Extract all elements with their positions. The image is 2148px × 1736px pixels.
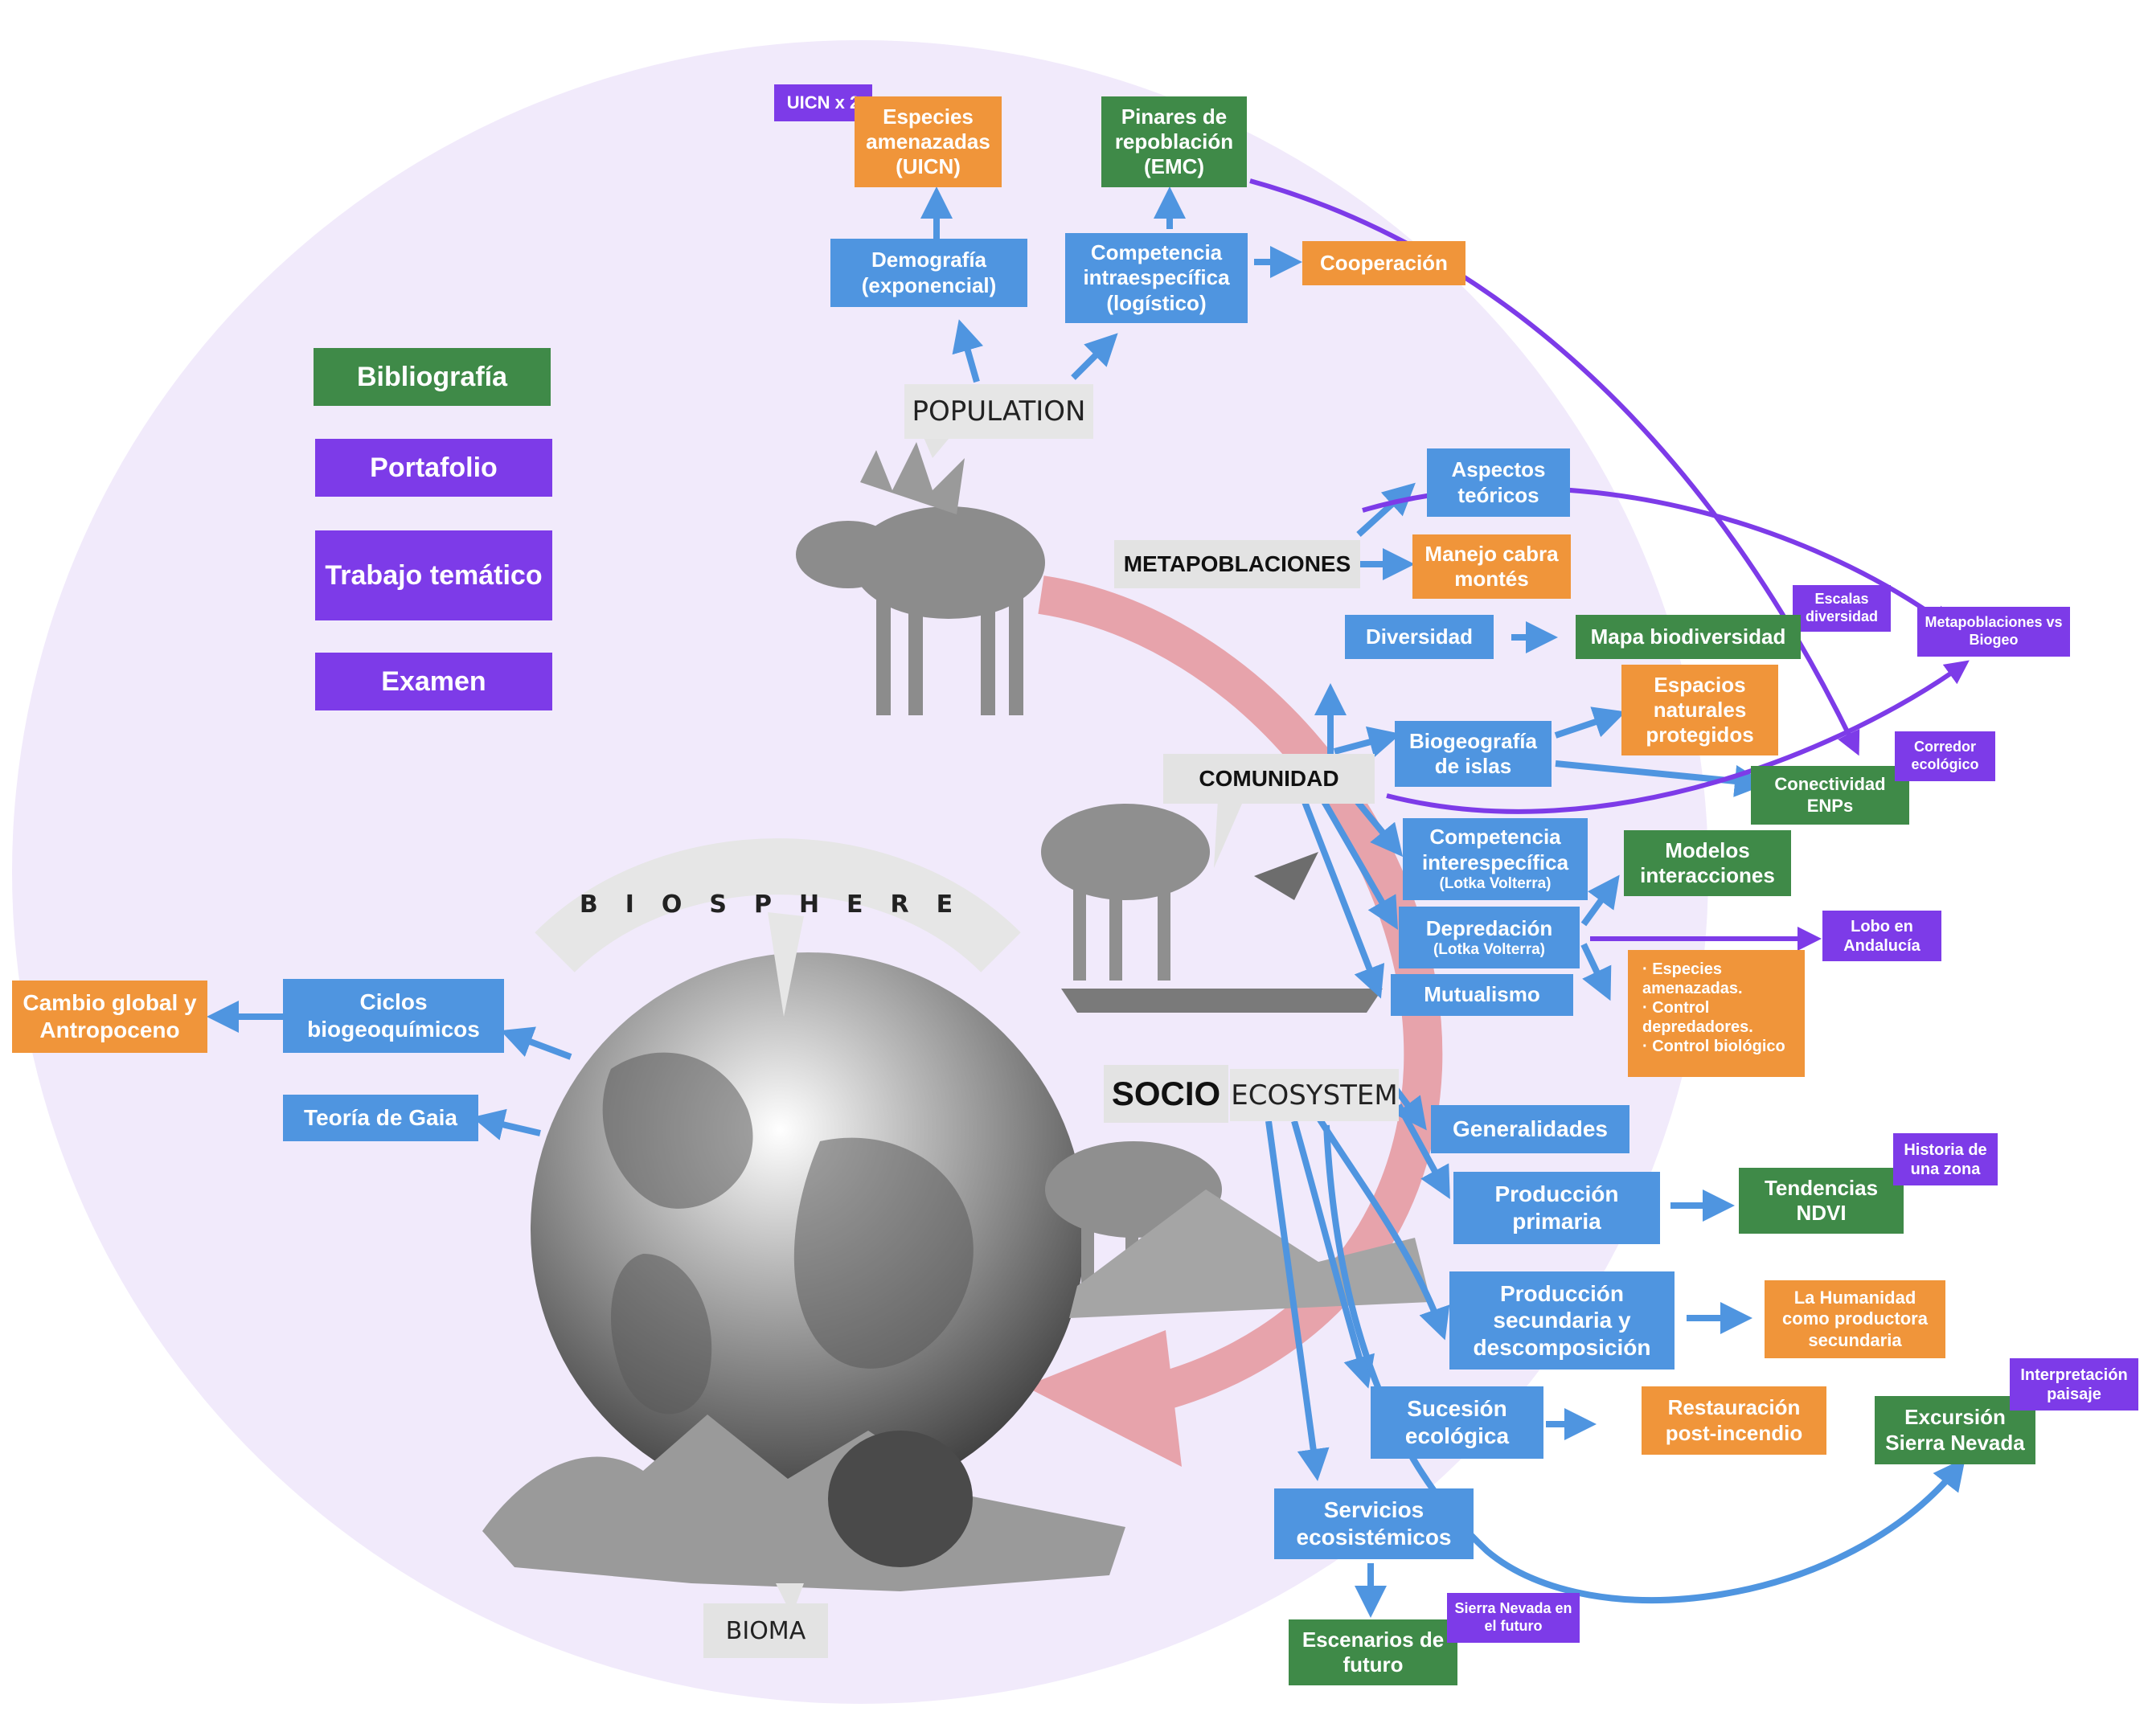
excursion-sierra-nevada[interactable]: Excursión Sierra Nevada bbox=[1875, 1396, 2035, 1464]
bullet-control-depredadores: · Control depredadores. bbox=[1642, 999, 1753, 1036]
cambio-global-antropoceno[interactable]: Cambio global y Antropoceno bbox=[12, 981, 207, 1053]
diversidad[interactable]: Diversidad bbox=[1345, 615, 1494, 659]
label-population: POPULATION bbox=[904, 384, 1093, 439]
corredor-ecologico-tag[interactable]: Corredor ecológico bbox=[1895, 731, 1995, 781]
especies-amenazadas-uicn[interactable]: Especies amenazadas (UICN) bbox=[855, 96, 1002, 187]
bullet-especies-amenazadas: · Especies amenazadas. bbox=[1642, 960, 1743, 997]
humanidad-productora-secundaria[interactable]: La Humanidad como productora secundaria bbox=[1765, 1280, 1945, 1358]
comunidad-pointer bbox=[1214, 800, 1242, 868]
bear bbox=[828, 1431, 973, 1567]
interacciones-bullets: · Especies amenazadas. · Control depreda… bbox=[1628, 950, 1805, 1077]
competencia-intraespecifica[interactable]: Competencia intraespecífica (logístico) bbox=[1065, 233, 1248, 323]
bullet-control-biologico: · Control biológico bbox=[1642, 1038, 1785, 1055]
blue-arrows bbox=[207, 186, 1966, 1618]
interpretacion-paisaje-tag[interactable]: Interpretación paisaje bbox=[2010, 1358, 2138, 1410]
escenarios-futuro[interactable]: Escenarios de futuro bbox=[1289, 1619, 1457, 1685]
produccion-secundaria[interactable]: Producción secundaria y descomposición bbox=[1449, 1271, 1675, 1370]
globe-continents bbox=[602, 1052, 974, 1415]
teoria-gaia[interactable]: Teoría de Gaia bbox=[283, 1095, 478, 1141]
conectividad-enps[interactable]: Conectividad ENPs bbox=[1751, 766, 1909, 825]
espacios-naturales-protegidos[interactable]: Espacios naturales protegidos bbox=[1621, 665, 1778, 755]
competencia-inter-subtitle: (Lotka Volterra) bbox=[1439, 874, 1552, 892]
depredacion-title: Depredación bbox=[1425, 915, 1553, 940]
metapoblaciones-vs-biogeo-tag[interactable]: Metapoblaciones vs Biogeo bbox=[1917, 607, 2070, 657]
menu-portafolio[interactable]: Portafolio bbox=[315, 439, 552, 497]
label-socio: SOCIO bbox=[1104, 1065, 1228, 1123]
generalidades[interactable]: Generalidades bbox=[1431, 1105, 1629, 1153]
manejo-cabra-montes[interactable]: Manejo cabra montés bbox=[1412, 534, 1571, 599]
pinares-repoblacion[interactable]: Pinares de repoblación (EMC) bbox=[1101, 96, 1247, 187]
tendencias-ndvi[interactable]: Tendencias NDVI bbox=[1739, 1168, 1904, 1234]
menu-examen[interactable]: Examen bbox=[315, 653, 552, 710]
community-scene bbox=[1041, 804, 1383, 1013]
label-metapoblaciones: METAPOBLACIONES bbox=[1114, 540, 1360, 588]
escalas-diversidad-tag[interactable]: Escalas diversidad bbox=[1793, 585, 1891, 632]
bioma-landscape bbox=[482, 1415, 1125, 1591]
depredacion-subtitle: (Lotka Volterra) bbox=[1433, 940, 1545, 958]
produccion-primaria[interactable]: Producción primaria bbox=[1453, 1172, 1660, 1244]
biosphere-band bbox=[535, 838, 1021, 973]
servicios-ecosistemicos[interactable]: Servicios ecosistémicos bbox=[1274, 1488, 1474, 1559]
cycle-arrow bbox=[1038, 575, 1443, 1418]
cooperacion[interactable]: Cooperación bbox=[1302, 241, 1465, 285]
biosphere-pointer bbox=[768, 912, 804, 1017]
competencia-interespecifica[interactable]: Competencia interespecífica (Lotka Volte… bbox=[1403, 818, 1588, 900]
mapa-biodiversidad[interactable]: Mapa biodiversidad bbox=[1576, 615, 1801, 659]
population-moose bbox=[796, 442, 1045, 715]
menu-trabajo-tematico[interactable]: Trabajo temático bbox=[315, 530, 552, 620]
sucesion-ecologica[interactable]: Sucesión ecológica bbox=[1371, 1386, 1543, 1459]
modelos-interacciones[interactable]: Modelos interacciones bbox=[1624, 830, 1791, 896]
sierra-nevada-futuro-tag[interactable]: Sierra Nevada en el futuro bbox=[1447, 1593, 1580, 1643]
label-bioma: BIOMA bbox=[703, 1603, 828, 1658]
label-ecosystem: ECOSYSTEM bbox=[1230, 1069, 1399, 1121]
depredacion[interactable]: Depredación (Lotka Volterra) bbox=[1399, 907, 1580, 968]
ciclos-biogeoquimicos[interactable]: Ciclos biogeoquímicos bbox=[283, 979, 504, 1053]
historia-zona-tag[interactable]: Historia de una zona bbox=[1893, 1133, 1998, 1185]
biogeografia-islas[interactable]: Biogeografía de islas bbox=[1395, 721, 1552, 787]
label-comunidad: COMUNIDAD bbox=[1163, 754, 1375, 804]
lobo-andalucia-tag[interactable]: Lobo en Andalucía bbox=[1822, 911, 1941, 961]
bioma-pointer bbox=[776, 1583, 804, 1615]
restauracion-post-incendio[interactable]: Restauración post-incendio bbox=[1642, 1386, 1826, 1455]
demografia-exponencial[interactable]: Demografía (exponencial) bbox=[830, 239, 1027, 307]
menu-bibliografia[interactable]: Bibliografía bbox=[314, 348, 551, 406]
competencia-inter-title: Competencia interespecífica bbox=[1421, 825, 1569, 874]
cycle-arrow-head bbox=[1025, 1330, 1182, 1467]
aspectos-teoricos[interactable]: Aspectos teóricos bbox=[1427, 448, 1570, 517]
label-biosphere: BIOSPHERE bbox=[579, 890, 981, 919]
mutualismo[interactable]: Mutualismo bbox=[1391, 974, 1573, 1016]
